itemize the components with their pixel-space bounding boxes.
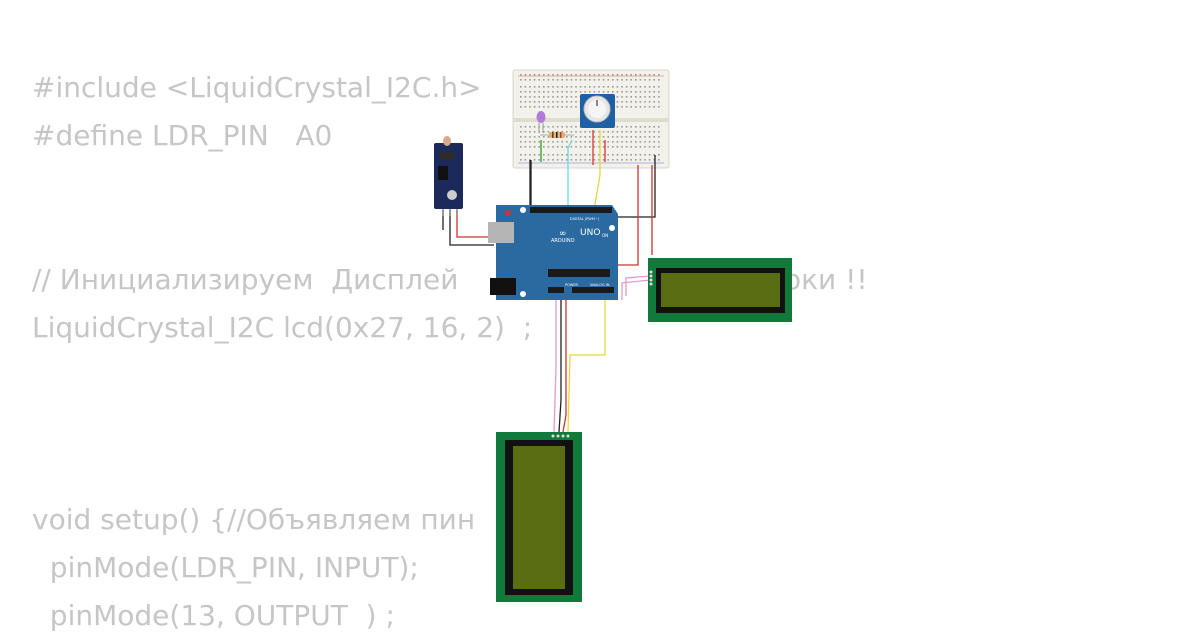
arduino-power-label: POWER — [565, 283, 579, 287]
code-line-pinmode-ldr: pinMode(LDR_PIN, INPUT); — [32, 551, 419, 584]
resistor[interactable] — [540, 132, 574, 138]
code-comment-text: // Инициализируем Дисплей — [32, 263, 459, 296]
svg-text:∞: ∞ — [559, 229, 567, 239]
code-comment-tail: оки !! — [784, 263, 868, 296]
led-purple[interactable] — [536, 111, 546, 133]
code-line-define: #define LDR_PIN A0 — [32, 119, 333, 152]
arduino-on-label: ON — [602, 233, 608, 238]
ldr-sensor-module[interactable] — [434, 136, 463, 216]
arduino-uno[interactable]: ∞ UNO ARDUINO DIGITAL (PWM~) ON POWER AN… — [488, 205, 618, 300]
arduino-brand-label: ARDUINO — [551, 238, 575, 244]
arduino-digital-label: DIGITAL (PWM~) — [570, 217, 600, 221]
code-line-comment: // Инициализируем Дисплей оки !! — [32, 263, 868, 297]
lcd-1602-vertical[interactable] — [496, 432, 582, 602]
code-line-pinmode-13: pinMode(13, OUTPUT ) ; — [32, 599, 395, 632]
code-line-lcd-init: LiquidCrystal_I2C lcd(0x27, 16, 2) ; — [32, 311, 533, 344]
lcd-1602-horizontal[interactable] — [648, 258, 792, 322]
arduino-analog-label: ANALOG IN — [590, 283, 610, 287]
code-line-include: #include <LiquidCrystal_I2C.h> — [32, 71, 482, 104]
arduino-model-label: UNO — [580, 228, 600, 238]
potentiometer[interactable] — [580, 94, 615, 128]
code-line-setup: void setup() {//Объявляем пин — [32, 503, 476, 536]
